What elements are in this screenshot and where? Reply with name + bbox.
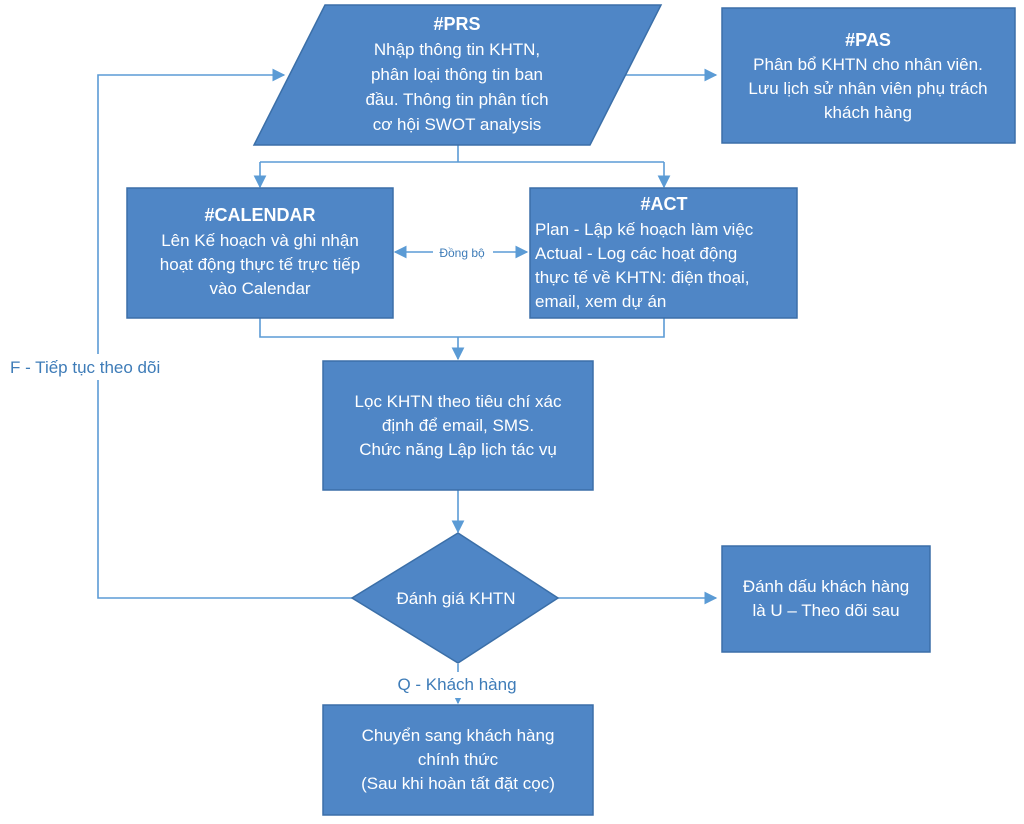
prs-line-2: phân loại thông tin ban <box>371 65 543 84</box>
follow-label-bg <box>8 354 192 380</box>
calendar-title: #CALENDAR <box>204 205 315 225</box>
prs-line-1: Nhập thông tin KHTN, <box>374 40 540 59</box>
connector-evaluate-to-prs-loop <box>97 68 352 599</box>
calendar-line-2: hoạt động thực tế trực tiếp <box>160 255 360 274</box>
node-mark-u: Đánh dấu khách hàng là U – Theo dõi sau <box>721 545 931 653</box>
convert-shape <box>322 704 594 816</box>
prs-line-3: đầu. Thông tin phân tích <box>365 90 548 109</box>
evaluate-shape <box>350 532 560 664</box>
customer-label: Q - Khách hàng <box>397 675 516 694</box>
filter-shape <box>322 360 594 491</box>
prs-title: #PRS <box>433 14 480 34</box>
calendar-line-3: vào Calendar <box>209 279 310 298</box>
filter-line-2: định để email, SMS. <box>382 416 534 435</box>
calendar-line-1: Lên Kế hoạch và ghi nhận <box>161 231 359 250</box>
filter-line-1: Lọc KHTN theo tiêu chí xác <box>355 392 562 411</box>
act-shape <box>529 187 798 319</box>
evaluate-label: Đánh giá KHTN <box>396 589 515 608</box>
node-prs: #PRS Nhập thông tin KHTN, phân loại thôn… <box>252 4 663 146</box>
node-filter: Lọc KHTN theo tiêu chí xác định để email… <box>322 360 594 491</box>
prs-line-4: cơ hội SWOT analysis <box>373 115 542 134</box>
convert-line-1: Chuyển sang khách hàng <box>362 726 555 745</box>
filter-line-3: Chức năng Lập lịch tác vụ <box>359 440 557 459</box>
mark-u-shape <box>721 545 931 653</box>
act-line-4: email, xem dự án <box>535 292 666 311</box>
convert-line-3: (Sau khi hoàn tất đặt cọc) <box>361 774 555 793</box>
node-act: #ACT Plan - Lập kế hoạch làm việc Actual… <box>529 187 798 319</box>
pas-shape <box>721 7 1016 144</box>
pas-line-1: Phân bổ KHTN cho nhân viên. <box>753 55 983 74</box>
act-line-1: Plan - Lập kế hoạch làm việc <box>535 220 754 239</box>
act-line-2: Actual - Log các hoạt động <box>535 244 737 263</box>
sync-label-bg <box>433 244 493 260</box>
mark-u-line-1: Đánh dấu khách hàng <box>743 577 909 596</box>
pas-title: #PAS <box>845 30 891 50</box>
follow-up-label: F - Tiếp tục theo dõi <box>10 358 160 377</box>
connector-prs-split <box>260 145 664 163</box>
customer-label-bg <box>384 672 530 698</box>
connector-merge <box>259 318 665 359</box>
node-evaluate: Đánh giá KHTN <box>350 532 560 664</box>
act-title: #ACT <box>640 194 687 214</box>
mark-u-line-2: là U – Theo dõi sau <box>752 601 899 620</box>
calendar-shape <box>126 187 394 319</box>
node-pas: #PAS Phân bổ KHTN cho nhân viên. Lưu lịc… <box>721 7 1016 144</box>
pas-line-3: khách hàng <box>824 103 912 122</box>
act-line-3: thực tế về KHTN: điện thoại, <box>535 268 750 287</box>
pas-line-2: Lưu lịch sử nhân viên phụ trách <box>748 79 987 98</box>
node-convert: Chuyển sang khách hàng chính thức (Sau k… <box>322 704 594 816</box>
convert-line-2: chính thức <box>418 750 499 769</box>
prs-shape <box>252 4 663 146</box>
sync-label: Đồng bộ <box>439 246 485 260</box>
node-calendar: #CALENDAR Lên Kế hoạch và ghi nhận hoạt … <box>126 187 394 319</box>
